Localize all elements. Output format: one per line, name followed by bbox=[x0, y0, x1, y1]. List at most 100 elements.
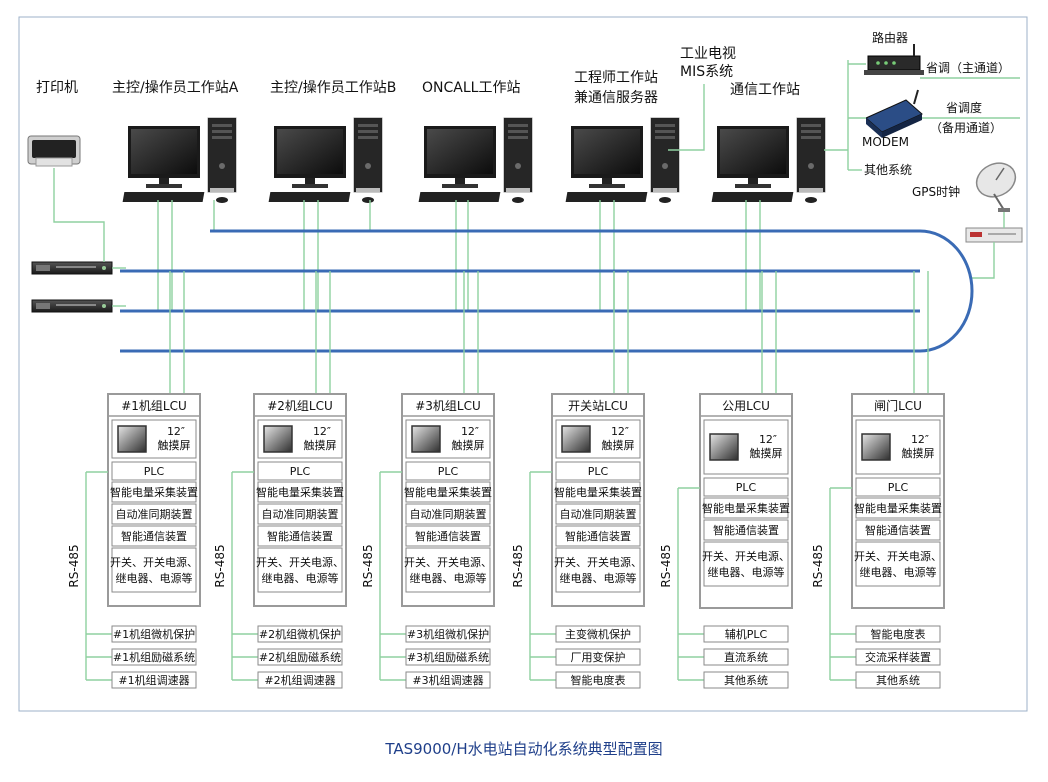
workstation-a-icon bbox=[122, 117, 237, 204]
field-device-label: 辅机PLC bbox=[725, 627, 768, 641]
module-box bbox=[855, 497, 941, 519]
workstation-b-icon bbox=[268, 117, 383, 204]
field-device-box bbox=[257, 625, 343, 643]
plc-box bbox=[703, 477, 789, 497]
field-device-box bbox=[405, 671, 491, 689]
module-label: 智能通信装置 bbox=[865, 523, 931, 537]
module-box bbox=[703, 497, 789, 519]
switch-1-icon bbox=[31, 261, 113, 275]
module-box bbox=[405, 481, 491, 503]
io-label-2: 继电器、电源等 bbox=[262, 571, 339, 585]
screen-type-label: 触摸屏 bbox=[602, 438, 635, 452]
field-device-label: #2机组微机保护 bbox=[259, 627, 341, 641]
screen-type-label: 触摸屏 bbox=[304, 438, 337, 452]
module-label: 智能通信装置 bbox=[267, 529, 333, 543]
backup-label-1: 省调度 bbox=[946, 100, 982, 115]
engineer-label-1: 工程师工作站 bbox=[574, 70, 658, 86]
io-box bbox=[555, 547, 641, 593]
lcu-5: 公用LCU12″触摸屏PLC智能电量采集装置智能通信装置开关、开关电源、继电器、… bbox=[659, 271, 793, 689]
oncall-label: ONCALL工作站 bbox=[422, 80, 520, 96]
field-device-label: #3机组励磁系统 bbox=[407, 650, 489, 664]
field-device-box bbox=[703, 671, 789, 689]
router-label: 路由器 bbox=[872, 30, 908, 45]
module-label: 智能电量采集装置 bbox=[554, 485, 642, 499]
top-connections bbox=[53, 60, 1020, 310]
touch-screen-icon bbox=[861, 433, 891, 461]
workstation-b-label: 主控/操作员工作站B bbox=[270, 80, 396, 96]
plc-label: PLC bbox=[736, 481, 757, 494]
field-device-box bbox=[405, 648, 491, 666]
module-label: 智能电量采集装置 bbox=[404, 485, 492, 499]
field-device-box bbox=[855, 648, 941, 666]
module-label: 智能通信装置 bbox=[415, 529, 481, 543]
plc-box bbox=[555, 461, 641, 481]
field-device-box bbox=[555, 671, 641, 689]
field-device-label: 其他系统 bbox=[876, 674, 920, 687]
screen-size-label: 12″ bbox=[461, 425, 479, 438]
field-device-box bbox=[405, 625, 491, 643]
diagram-frame bbox=[18, 16, 1028, 712]
lcu-3: #3机组LCU12″触摸屏PLC智能电量采集装置自动准同期装置智能通信装置开关、… bbox=[361, 271, 495, 689]
io-label-2: 继电器、电源等 bbox=[116, 571, 193, 585]
module-label: 自动准同期装置 bbox=[410, 508, 487, 521]
module-box bbox=[405, 503, 491, 525]
io-label-1: 开关、开关电源、 bbox=[854, 549, 942, 563]
field-device-box bbox=[111, 648, 197, 666]
io-box bbox=[111, 547, 197, 593]
switch-2-icon bbox=[31, 299, 113, 313]
gps-label: GPS时钟 bbox=[912, 184, 960, 199]
lcu-1: #1机组LCU12″触摸屏PLC智能电量采集装置自动准同期装置智能通信装置开关、… bbox=[67, 271, 201, 689]
screen-size-label: 12″ bbox=[167, 425, 185, 438]
module-box bbox=[111, 503, 197, 525]
module-label: 智能通信装置 bbox=[713, 523, 779, 537]
plc-label: PLC bbox=[438, 465, 459, 478]
plc-label: PLC bbox=[888, 481, 909, 494]
screen-size-label: 12″ bbox=[759, 433, 777, 446]
engineer-workstation-icon bbox=[565, 117, 680, 204]
touch-screen-icon bbox=[561, 425, 591, 453]
field-device-label: 直流系统 bbox=[724, 650, 768, 664]
field-device-label: 交流采样装置 bbox=[865, 650, 931, 664]
field-device-label: #1机组励磁系统 bbox=[113, 650, 195, 664]
module-box bbox=[703, 519, 789, 541]
lcu-title: #1机组LCU bbox=[121, 399, 187, 413]
module-box bbox=[555, 481, 641, 503]
field-device-label: #1机组调速器 bbox=[118, 673, 189, 687]
module-box bbox=[555, 503, 641, 525]
screen-type-label: 触摸屏 bbox=[750, 446, 783, 460]
screen-size-label: 12″ bbox=[911, 433, 929, 446]
module-box bbox=[405, 525, 491, 547]
touch-screen-icon bbox=[411, 425, 441, 453]
module-label: 自动准同期装置 bbox=[116, 508, 193, 521]
io-label-1: 开关、开关电源、 bbox=[256, 555, 344, 569]
rs485-label: RS-485 bbox=[811, 544, 825, 587]
field-device-box bbox=[855, 671, 941, 689]
screen-type-label: 触摸屏 bbox=[452, 438, 485, 452]
io-label-2: 继电器、电源等 bbox=[860, 565, 937, 579]
plc-box bbox=[855, 477, 941, 497]
io-box bbox=[257, 547, 343, 593]
backup-label-2: （备用通道） bbox=[930, 121, 1002, 135]
field-device-box bbox=[703, 648, 789, 666]
field-device-box bbox=[257, 671, 343, 689]
lcu-2: #2机组LCU12″触摸屏PLC智能电量采集装置自动准同期装置智能通信装置开关、… bbox=[213, 271, 347, 689]
module-label: 自动准同期装置 bbox=[262, 508, 339, 521]
plc-box bbox=[257, 461, 343, 481]
engineer-label-2: 兼通信服务器 bbox=[574, 90, 658, 106]
plc-box bbox=[405, 461, 491, 481]
io-label-2: 继电器、电源等 bbox=[708, 565, 785, 579]
field-device-label: #3机组微机保护 bbox=[407, 627, 489, 641]
module-box bbox=[555, 525, 641, 547]
field-device-box bbox=[257, 648, 343, 666]
module-label: 智能电量采集装置 bbox=[110, 485, 198, 499]
tv-label-2: MIS系统 bbox=[680, 64, 733, 80]
gps-dish-icon bbox=[975, 162, 1017, 212]
io-box bbox=[703, 541, 789, 587]
field-device-label: #2机组调速器 bbox=[264, 673, 335, 687]
lcu-title: 开关站LCU bbox=[568, 399, 628, 413]
screen-size-label: 12″ bbox=[611, 425, 629, 438]
comm-ws-label: 通信工作站 bbox=[730, 82, 800, 98]
module-label: 智能电量采集装置 bbox=[256, 485, 344, 499]
plc-box bbox=[111, 461, 197, 481]
modem-label: MODEM bbox=[862, 135, 909, 149]
